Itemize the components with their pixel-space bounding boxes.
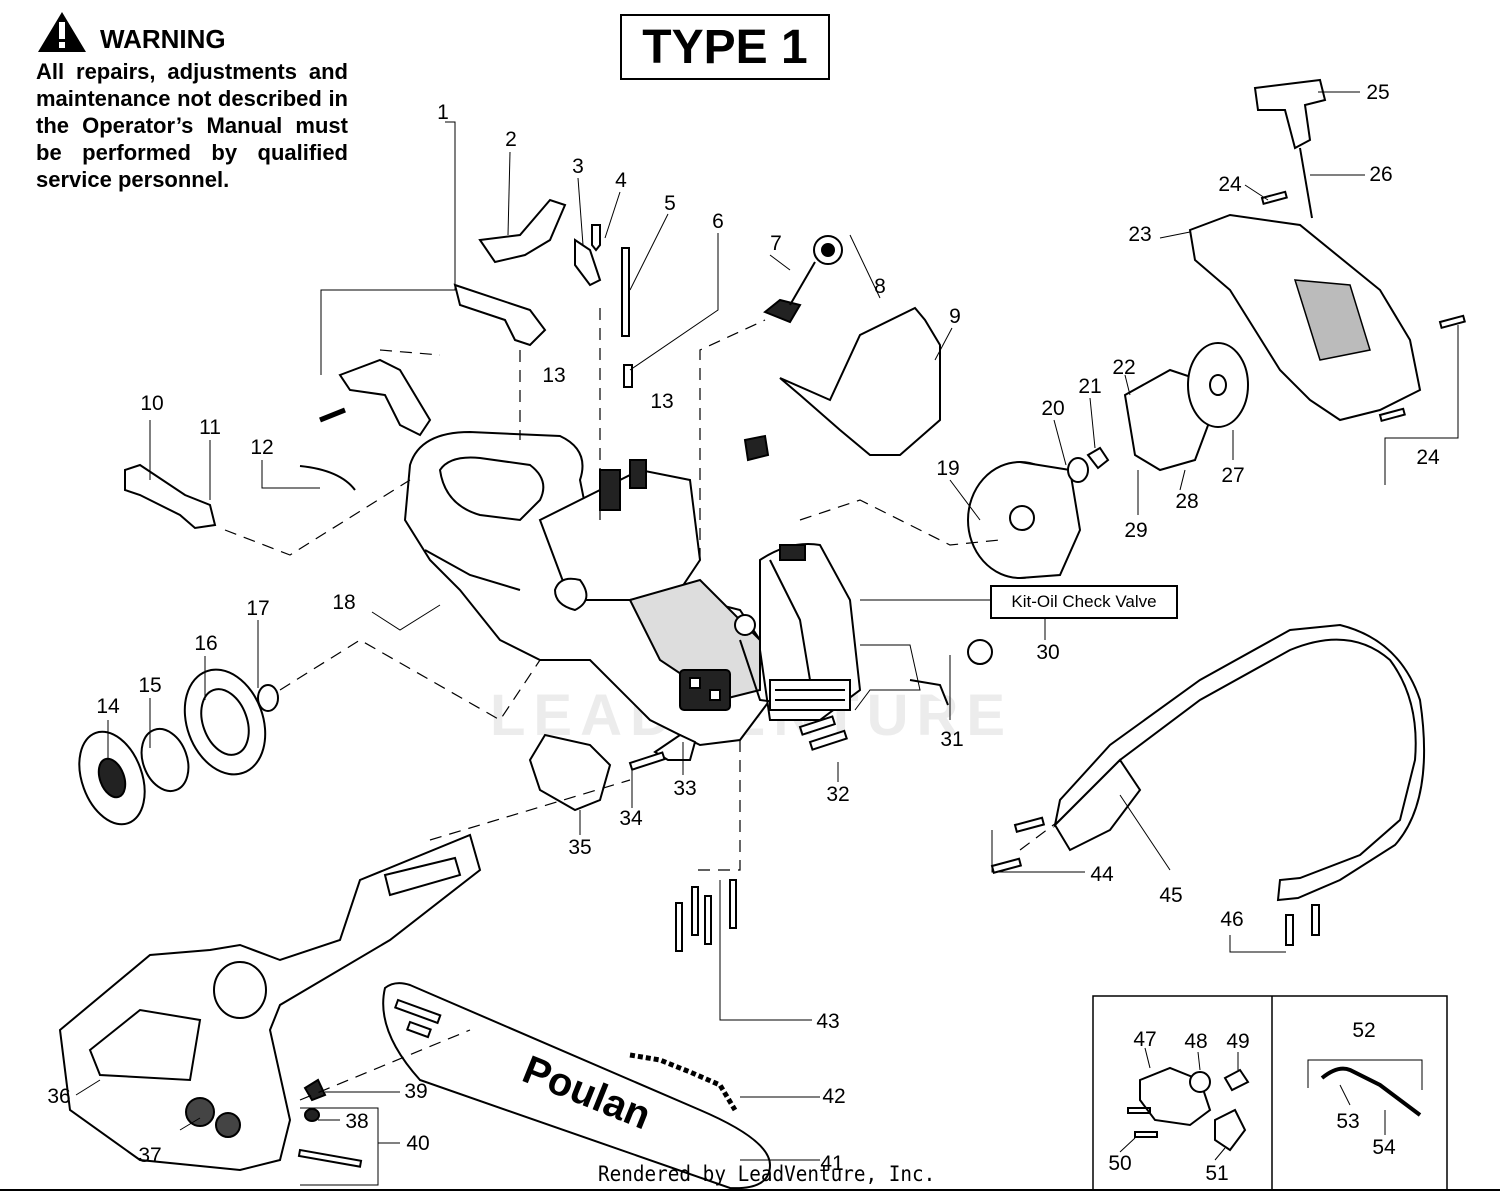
crankcase-housing — [403, 430, 862, 747]
part-label: 12 — [250, 436, 273, 459]
part-label: 44 — [1090, 863, 1114, 886]
part-label: 37 — [138, 1144, 161, 1167]
footer-credit: Rendered by LeadVenture, Inc. — [598, 1162, 936, 1186]
part-label: 7 — [770, 232, 782, 255]
part-label: 17 — [246, 597, 269, 620]
part-label: 43 — [816, 1010, 839, 1033]
part-label: 4 — [615, 169, 627, 192]
part-label: 11 — [199, 416, 221, 439]
warning-text: All repairs, adjustments and maintenance… — [36, 59, 348, 192]
part-label: 34 — [619, 807, 643, 830]
part-label: 42 — [822, 1085, 845, 1108]
part-label: 18 — [332, 591, 355, 614]
oil-cap-part — [763, 235, 843, 324]
part-label: 48 — [1184, 1030, 1207, 1053]
washer-part — [140, 728, 190, 792]
part-label: 47 — [1133, 1028, 1156, 1051]
part-label: 24 — [1218, 173, 1242, 196]
guide-bar-part: Poulan — [382, 982, 772, 1190]
part-label: 46 — [1220, 908, 1243, 931]
part-label: 35 — [568, 836, 591, 859]
grommet-part — [743, 434, 770, 462]
nut-21-part — [1086, 446, 1110, 470]
part-label: 5 — [664, 192, 676, 215]
spring-part — [574, 238, 602, 287]
part-number-labels: 1 2 3 4 5 6 7 8 9 10 11 12 13 13 14 15 1… — [47, 81, 1440, 1185]
part-label: 2 — [505, 128, 517, 151]
part-label: 21 — [1078, 375, 1101, 398]
part-label: 32 — [826, 783, 849, 806]
part-label: 19 — [936, 457, 959, 480]
leader-lines — [75, 91, 1459, 1186]
part-label: 23 — [1128, 223, 1151, 246]
part-label: 31 — [940, 728, 963, 751]
part-label: 20 — [1041, 397, 1064, 420]
part-label: 1 — [437, 101, 449, 124]
inset-panel — [1092, 995, 1448, 1191]
pulley-part — [1187, 342, 1249, 428]
warning-triangle-icon — [38, 12, 86, 52]
part-label: 50 — [1108, 1152, 1131, 1175]
part-label: 26 — [1369, 163, 1392, 186]
rod-part — [621, 247, 630, 337]
front-handle-part — [1053, 623, 1426, 902]
screws-43-part — [675, 879, 737, 952]
part-label: 39 — [404, 1080, 427, 1103]
assembly-lines — [224, 300, 1061, 1101]
starter-handle-part — [1253, 78, 1327, 219]
oil-pump-part — [653, 733, 697, 761]
throttle-lockout-assembly — [319, 283, 547, 437]
part-label: 24 — [1416, 446, 1440, 469]
part-label: 38 — [345, 1110, 368, 1133]
part-label: 28 — [1175, 490, 1198, 513]
bar-plate-part — [528, 733, 612, 812]
saw-chain-part — [629, 1052, 738, 1112]
part-label: 16 — [194, 632, 217, 655]
clutch-cover-part — [58, 833, 482, 1172]
part-label: 13 — [542, 364, 565, 387]
part-label: 53 — [1336, 1110, 1359, 1133]
part-label: 8 — [874, 275, 886, 298]
flywheel-part — [967, 461, 1082, 579]
part-label: 13 — [650, 390, 673, 413]
part-label: 22 — [1112, 356, 1135, 379]
part-label: 33 — [673, 777, 696, 800]
part-label: 45 — [1159, 884, 1182, 907]
type-label: TYPE 1 — [620, 14, 830, 80]
starter-housing-part — [1188, 213, 1422, 422]
part-label: 6 — [712, 210, 724, 233]
part-label: 51 — [1205, 1162, 1228, 1185]
heat-shield-part — [779, 306, 941, 456]
kit-oil-check-valve-callout: Kit-Oil Check Valve — [990, 585, 1178, 619]
small-washer-part — [257, 684, 279, 712]
part-label: 14 — [96, 695, 120, 718]
part-label: 54 — [1372, 1136, 1396, 1159]
part-label: 49 — [1226, 1030, 1249, 1053]
part-label: 40 — [406, 1132, 429, 1155]
part-label: 36 — [47, 1085, 70, 1108]
part-label: 25 — [1366, 81, 1389, 104]
washer-20-part — [1067, 457, 1089, 483]
part-label: 29 — [1124, 519, 1147, 542]
chain-adjuster-part — [124, 463, 217, 530]
part-label: 30 — [1036, 641, 1059, 664]
trigger-part — [478, 198, 567, 264]
clutch-part — [78, 730, 146, 826]
part-label: 52 — [1352, 1019, 1375, 1042]
warning-title: WARNING — [100, 24, 226, 54]
part-label: 10 — [140, 392, 163, 415]
part-label: 41 — [820, 1152, 843, 1175]
part-label: 3 — [572, 155, 584, 178]
part-label: 27 — [1221, 464, 1244, 487]
part-label: 15 — [138, 674, 161, 697]
pin-part — [591, 224, 601, 252]
part-label: 9 — [949, 305, 961, 328]
